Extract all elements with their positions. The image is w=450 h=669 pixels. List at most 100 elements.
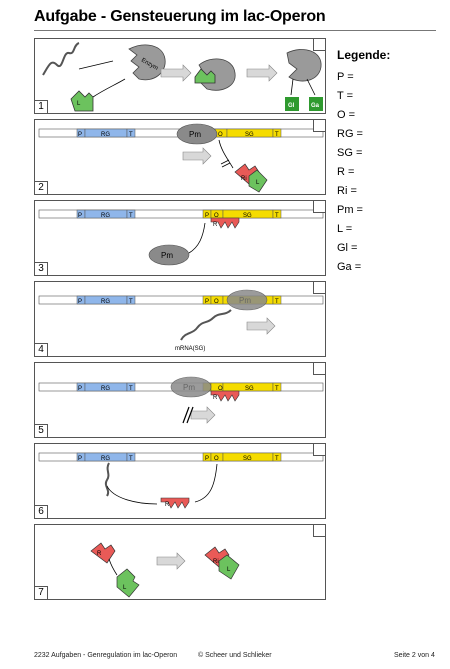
answer-checkbox[interactable] [313,120,325,132]
panel-6-illustration: P RG T P O SG T R [38,452,324,509]
inducer-icon [116,568,140,598]
legend-item-regulator-gene: RG = [337,128,363,140]
rna-polymerase-label: Pm [161,251,173,260]
rna-polymerase-icon [148,244,190,266]
process-arrow-icon [246,64,278,82]
footer-center: © Scheer und Schlieker [198,652,272,659]
panel-2: P RG T O SG T Pm Ri L 2 [34,119,326,195]
dna-strand [38,295,324,305]
process-arrow-icon [182,147,212,165]
rna-polymerase-icon [226,289,268,311]
legend-item-terminator: T = [337,90,354,102]
glucose-label: Gl [288,103,295,109]
legend-title: Legende: [337,48,391,62]
rna-polymerase-icon [176,123,218,145]
answer-checkbox[interactable] [313,444,325,456]
galactose-label: Ga [311,103,320,109]
legend-item-inducer: L = [337,223,353,235]
repressor-icon [90,542,116,564]
regulator-gene-label: RG [101,456,110,462]
promoter-label: P [205,299,209,305]
glucose-icon [285,97,299,111]
promoter-label: P [78,386,82,392]
process-arrow-icon [156,552,186,570]
terminator-rg [126,452,136,462]
answer-checkbox[interactable] [313,282,325,294]
arrow-icon [306,78,316,96]
terminator-label: T [275,456,279,462]
panel-2-illustration: P RG T O SG T Pm Ri L [38,123,324,193]
answer-checkbox[interactable] [313,39,325,51]
answer-checkbox[interactable] [313,201,325,213]
blocked-icon [221,162,231,168]
panel-6: P RG T P O SG T R 6 [34,443,326,519]
terminator-label: T [129,299,133,305]
regulator-gene-label: RG [101,132,110,138]
terminator-label: T [275,299,279,305]
panel-4: P RG T P O T Pm mRNA(SG) 4 [34,281,326,357]
rna-polymerase-icon [170,376,212,398]
terminator-rg [126,382,136,392]
terminator-sg [272,128,282,138]
operator-label: O [218,132,223,138]
repressor-label: R [97,551,102,557]
mrna-label: mRNA(SG) [175,346,205,352]
legend-item-structural-genes: SG = [337,147,363,159]
terminator-rg [126,128,136,138]
promoter-label: P [78,299,82,305]
terminator-sg [272,382,282,392]
terminator-label: T [275,132,279,138]
promoter-label: P [78,456,82,462]
promoter-label: P [78,213,82,219]
mrna-strand-icon [180,309,232,341]
promoter-label: P [78,132,82,138]
structural-genes-label: SG [243,456,252,462]
panel-5: P RG T O SG T Pm R 5 [34,362,326,438]
arrow-icon [290,78,294,96]
terminator-sg [272,452,282,462]
operator-label: O [214,299,219,305]
terminator-rg [126,209,136,219]
inducer-label: L [77,101,81,107]
mrna-strand-icon [104,462,110,497]
regulator-gene-label: RG [101,386,110,392]
legend-item-galactose: Ga = [337,261,362,273]
terminator-label: T [275,386,279,392]
repressor-label: R [213,222,218,228]
inactive-repressor-label: Ri [213,559,219,565]
panel-number: 3 [35,262,48,275]
rna-polymerase-label: Pm [183,383,195,392]
panel-4-illustration: P RG T P O T Pm mRNA(SG) [38,289,324,352]
panel-1-illustration: Enzym L Gl Ga [42,42,323,112]
panel-number: 5 [35,424,48,437]
repressor-icon [160,497,190,509]
operator-label: O [214,456,219,462]
terminator-label: T [129,213,133,219]
legend-item-polymerase: Pm = [337,204,363,216]
regulator-gene-label: RG [101,299,110,305]
inducer-icon [248,169,268,193]
inducer-label: L [256,180,260,186]
panel-7: R L Ri L 7 [34,524,326,600]
enzyme-icon [128,44,166,81]
rna-polymerase-label: Pm [189,130,201,139]
terminator-label: T [129,132,133,138]
arrow-icon [194,463,218,503]
answer-checkbox[interactable] [313,525,325,537]
inactive-repressor-label: Ri [241,176,247,182]
promoter-label: P [205,456,209,462]
panel-number: 2 [35,181,48,194]
inducer-icon [218,554,240,580]
footer-page-number: Seite 2 von 4 [394,652,435,659]
dna-strand [38,209,324,219]
arrow-icon [92,78,126,98]
rna-polymerase-label: Pm [239,296,251,305]
terminator-sg [272,209,282,219]
panel-7-illustration: R L Ri L [90,542,240,598]
terminator-sg [272,295,282,305]
panel-number: 7 [35,586,48,599]
panel-number: 1 [35,100,48,113]
legend-item-glucose: Gl = [337,242,358,254]
arrow-icon [108,558,118,576]
answer-checkbox[interactable] [313,363,325,375]
